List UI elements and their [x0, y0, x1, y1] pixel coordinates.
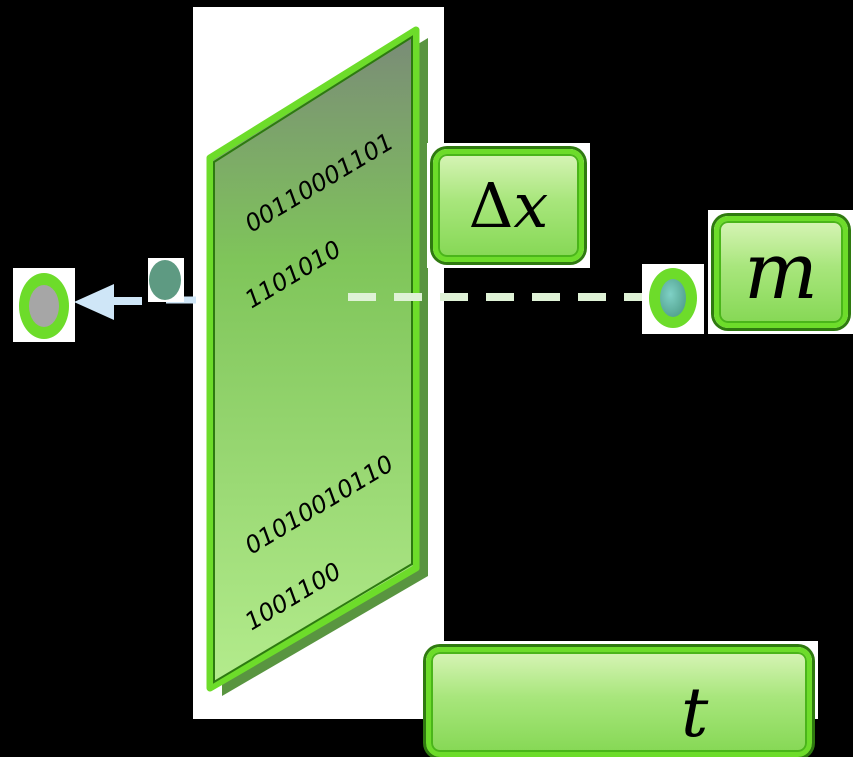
- tunneled-particle: [149, 260, 181, 300]
- mass-variable: m: [744, 227, 818, 317]
- x-variable: x: [513, 169, 549, 242]
- delta-symbol: Δ: [468, 169, 514, 242]
- tunneling-diagram: [13, 26, 704, 696]
- mass-box: m: [714, 216, 848, 328]
- time-box: t: [426, 647, 812, 757]
- barrier-slab: [206, 26, 420, 692]
- exit-arrowhead: [74, 284, 114, 320]
- time-variable: t: [681, 674, 709, 753]
